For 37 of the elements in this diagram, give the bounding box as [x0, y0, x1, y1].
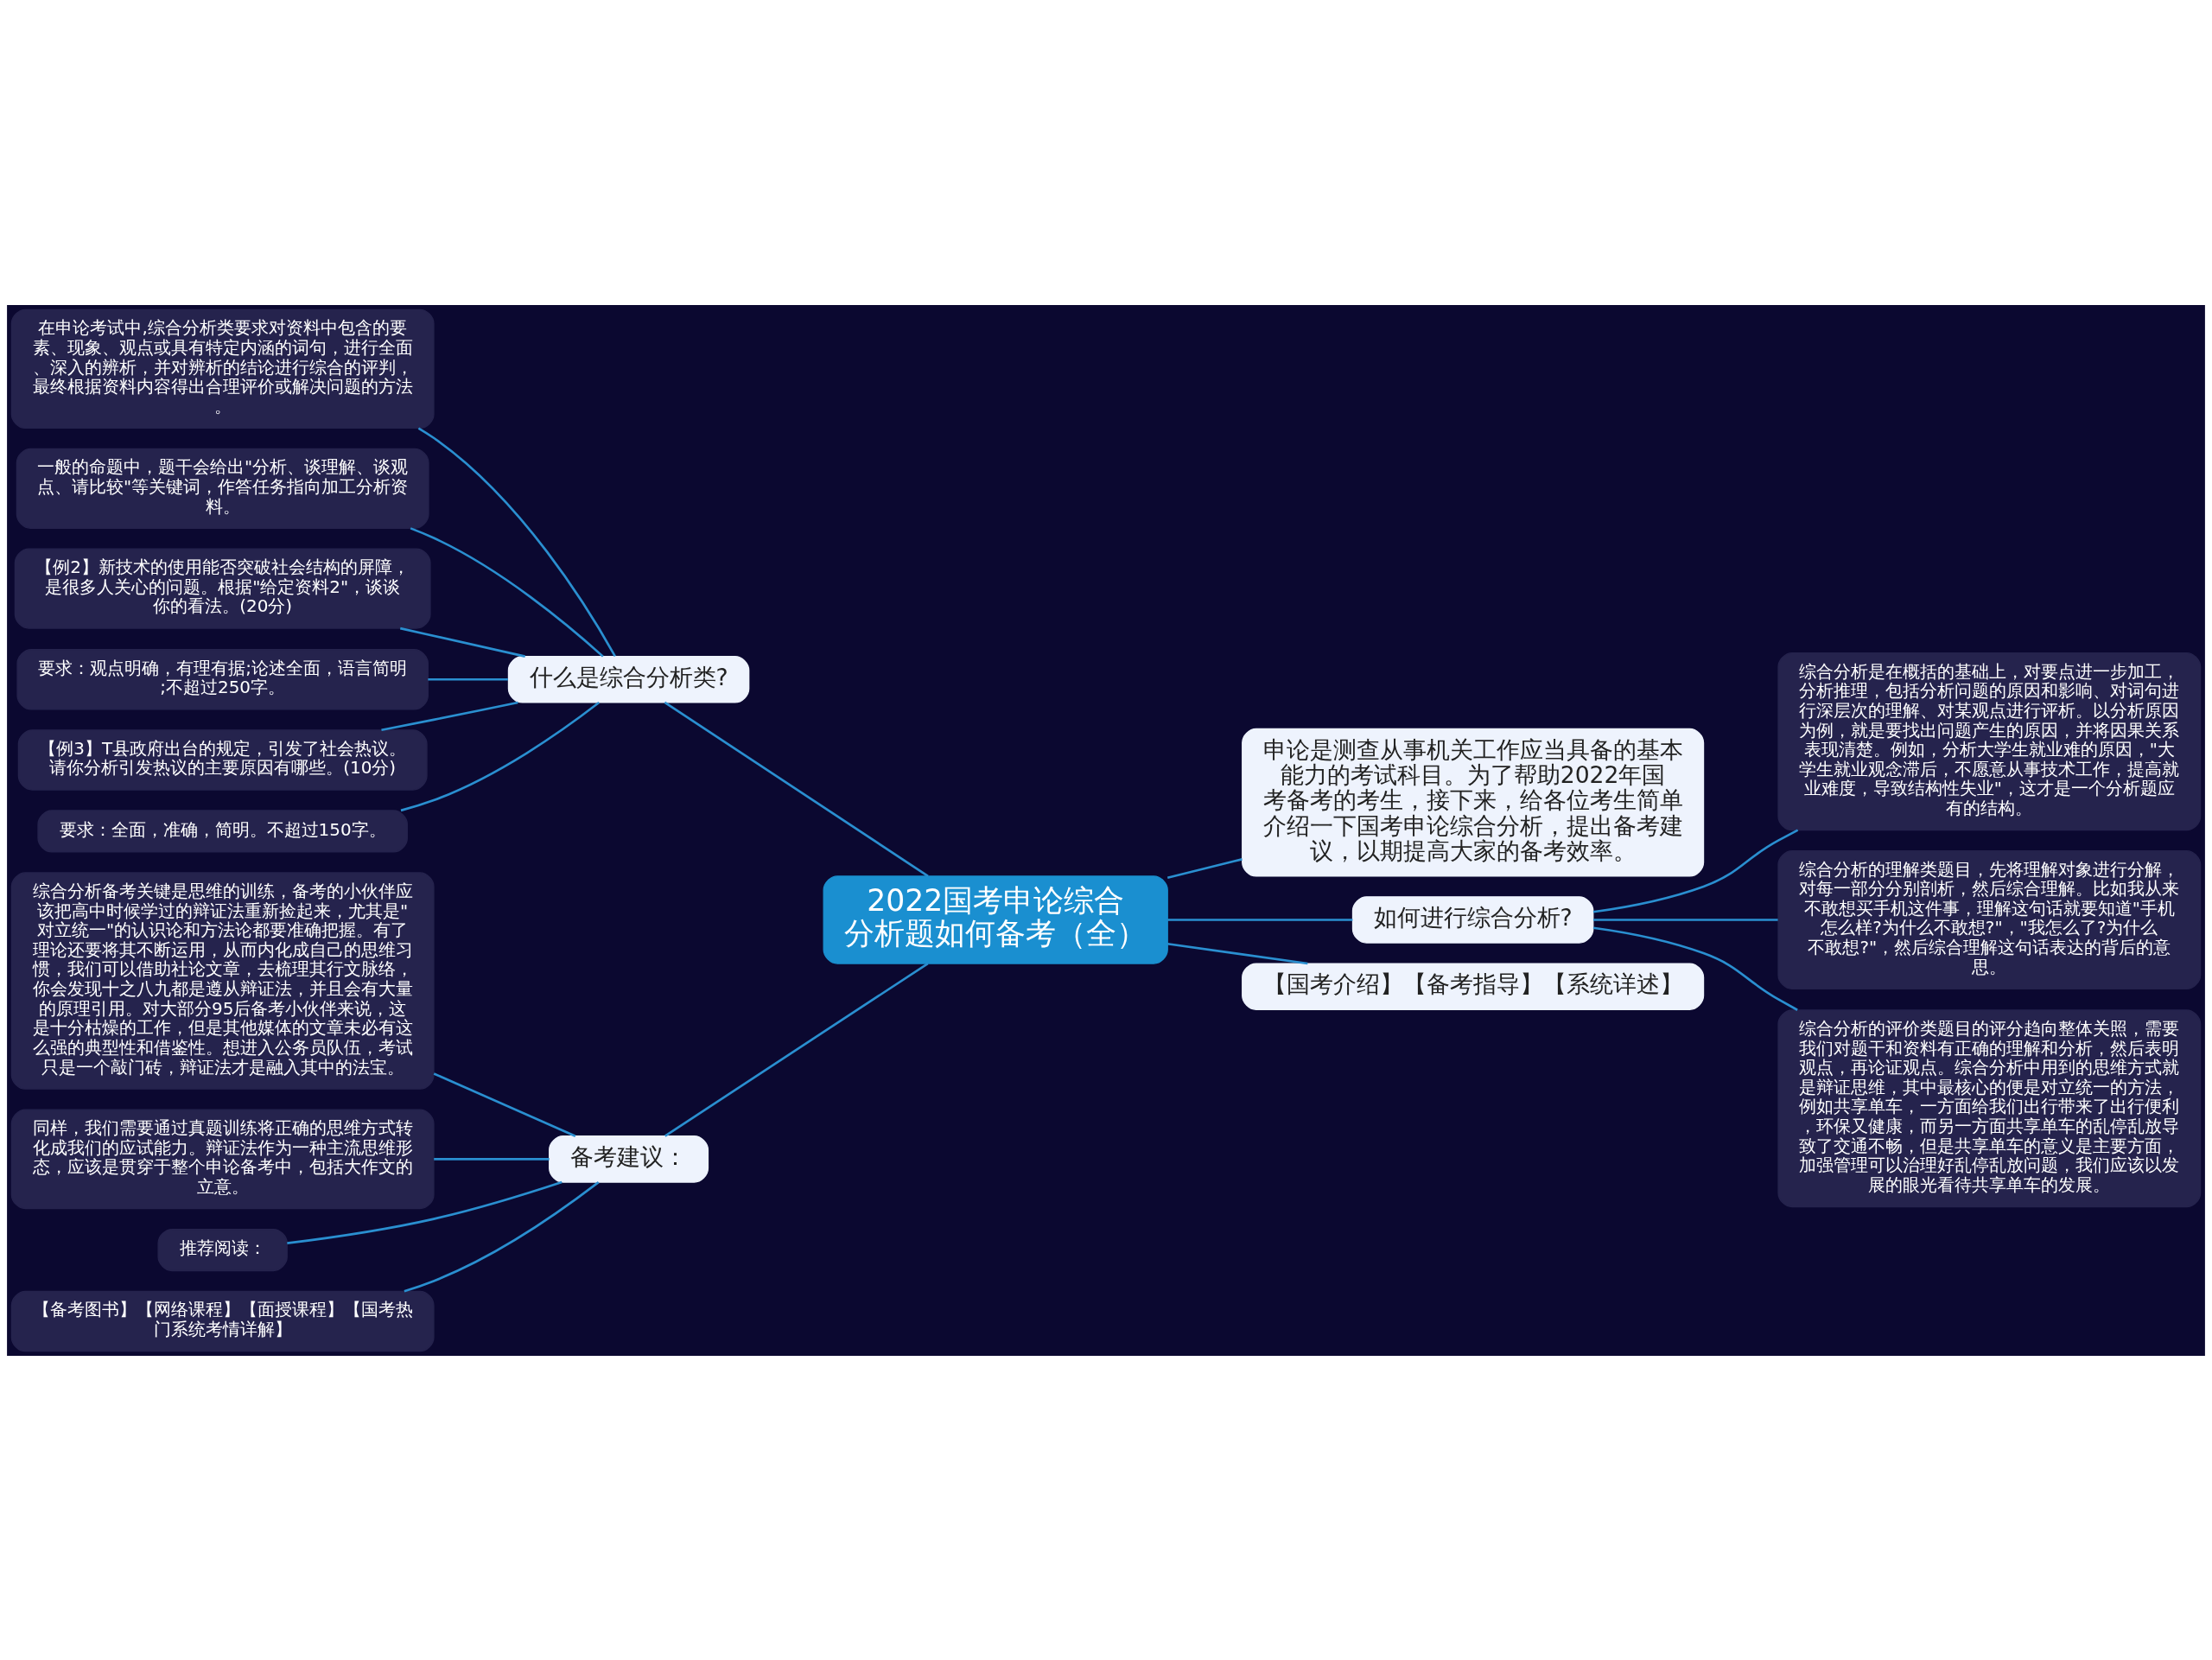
node-box: 2022国考申论综合分析题如何备考（全）: [823, 875, 1168, 964]
node-box: 【国考介绍】【备考指导】【系统详述】: [1242, 962, 1705, 1010]
connector: [664, 701, 929, 877]
connector: [400, 701, 600, 811]
node-box: 要求：全面，准确，简明。不超过150字。: [37, 809, 408, 853]
node-box: 综合分析备考关键是思维的训练，备考的小伙伴应该把高中时候学过的辩证法重新捡起来，尤其是"对立统一"的认识论和方法论都要准确把握。有了理论还要将其不断运用，从而内化成自己的思维习惯，我们可以借助社论文章，去梳理其行文脉络，你会发现十之八九都是遵从辩证法，并且会有大量的原理引用。对大部分95后备考小伙伴来说，这是十分枯燥的工作，但是其他媒体的文章未必有这么强的典型性和借鉴性。想进入公务员队伍，考试只是一个敲门砖，辩证法才是融入其中的法宝。: [10, 871, 435, 1090]
node-box: 备考建议：: [549, 1135, 709, 1183]
connector: [399, 626, 525, 658]
node-box: 【备考图书】【网络课程】【面授课程】【国考热门系统考情详解】: [10, 1290, 435, 1352]
connector: [1592, 925, 1798, 1011]
connector: [404, 1180, 600, 1293]
node-box: 【例3】T县政府出台的规定，引发了社会热议。请你分析引发热议的主要原因有哪些。(10分): [17, 728, 428, 791]
node-box: 申论是测查从事机关工作应当具备的基本能力的考试科目。为了帮助2022年国考备考的考生，接下来，给各位考生简单介绍一下国考申论综合分析，提出备考建议，以期提高大家的备考效率。: [1242, 728, 1705, 877]
connector: [1167, 918, 1353, 921]
connector: [1167, 942, 1308, 964]
node-box: 推荐阅读：: [157, 1228, 288, 1271]
connector: [417, 426, 616, 657]
connector: [1592, 829, 1799, 913]
node-box: 同样，我们需要通过真题训练将正确的思维方式转化成我们的应试能力。辩证法作为一种主流思维形态，应该是贯穿于整个申论备考中，包括大作文的立意。: [10, 1108, 435, 1209]
node-box: 【例2】新技术的使用能否突破社会结构的屏障，是很多人关心的问题。根据"给定资料2"，谈谈你的看法。(20分): [14, 548, 431, 629]
node-box: 一般的命题中，题干会给出"分析、谈理解、谈观点、请比较"等关键词，作答任务指向加工分析资料。: [16, 448, 429, 529]
node-box: 如何进行综合分析?: [1351, 895, 1594, 944]
connector: [1166, 857, 1243, 879]
connector: [287, 1180, 563, 1244]
node-box: 综合分析是在概括的基础上，对要点进一步加工，分析推理，包括分析问题的原因和影响、对词句进行深层次的理解、对某观点进行评析。以分析原因为例，就是要找出问题产生的原因，并将因果关系表现清楚。例如，分析大学生就业难的原因，"大学生就业观念滞后，不愿意从事技术工作，提高就业难度，导致结构性失业"，这才是一个分析题应有的结构。: [1777, 652, 2202, 830]
connector: [428, 677, 508, 681]
connector: [410, 526, 604, 658]
connector: [664, 962, 929, 1137]
node-box: 综合分析的理解类题目，先将理解对象进行分解，对每一部分分别剖析，然后综合理解。比如我从来不敢想买手机这件事，理解这句话就要知道"手机怎么样?为什么不敢想?"，"我怎么了?为什么不敢想?"，然后综合理解这句话表达的背后的意思。: [1777, 849, 2202, 989]
connector: [434, 1157, 550, 1161]
node-box: 在申论考试中,综合分析类要求对资料中包含的要素、现象、观点或具有特定内涵的词句，进行全面、深入的辨析，并对辨析的结论进行综合的评判，最终根据资料内容得出合理评价或解决问题的方法。: [10, 308, 435, 429]
node-box: 要求：观点明确，有理有据;论述全面，语言简明;不超过250字。: [16, 648, 429, 710]
connector: [1592, 918, 1778, 921]
connector: [433, 1072, 576, 1137]
node-box: 综合分析的评价类题目的评分趋向整体关照，需要我们对题干和资料有正确的理解和分析，然后表明观点，再论证观点。综合分析中用到的思维方式就是辩证思维，其中最核心的便是对立统一的方法，例如共享单车，一方面给我们出行带来了出行便利，环保又健康，而另一方面共享单车的乱停乱放导致了交通不畅，但是共享单车的意义是主要方面，加强管理可以治理好乱停乱放问题，我们应该以发展的眼光看待共享单车的发展。: [1777, 1008, 2202, 1207]
connector: [381, 701, 518, 731]
node-box: 什么是综合分析类?: [507, 655, 750, 703]
